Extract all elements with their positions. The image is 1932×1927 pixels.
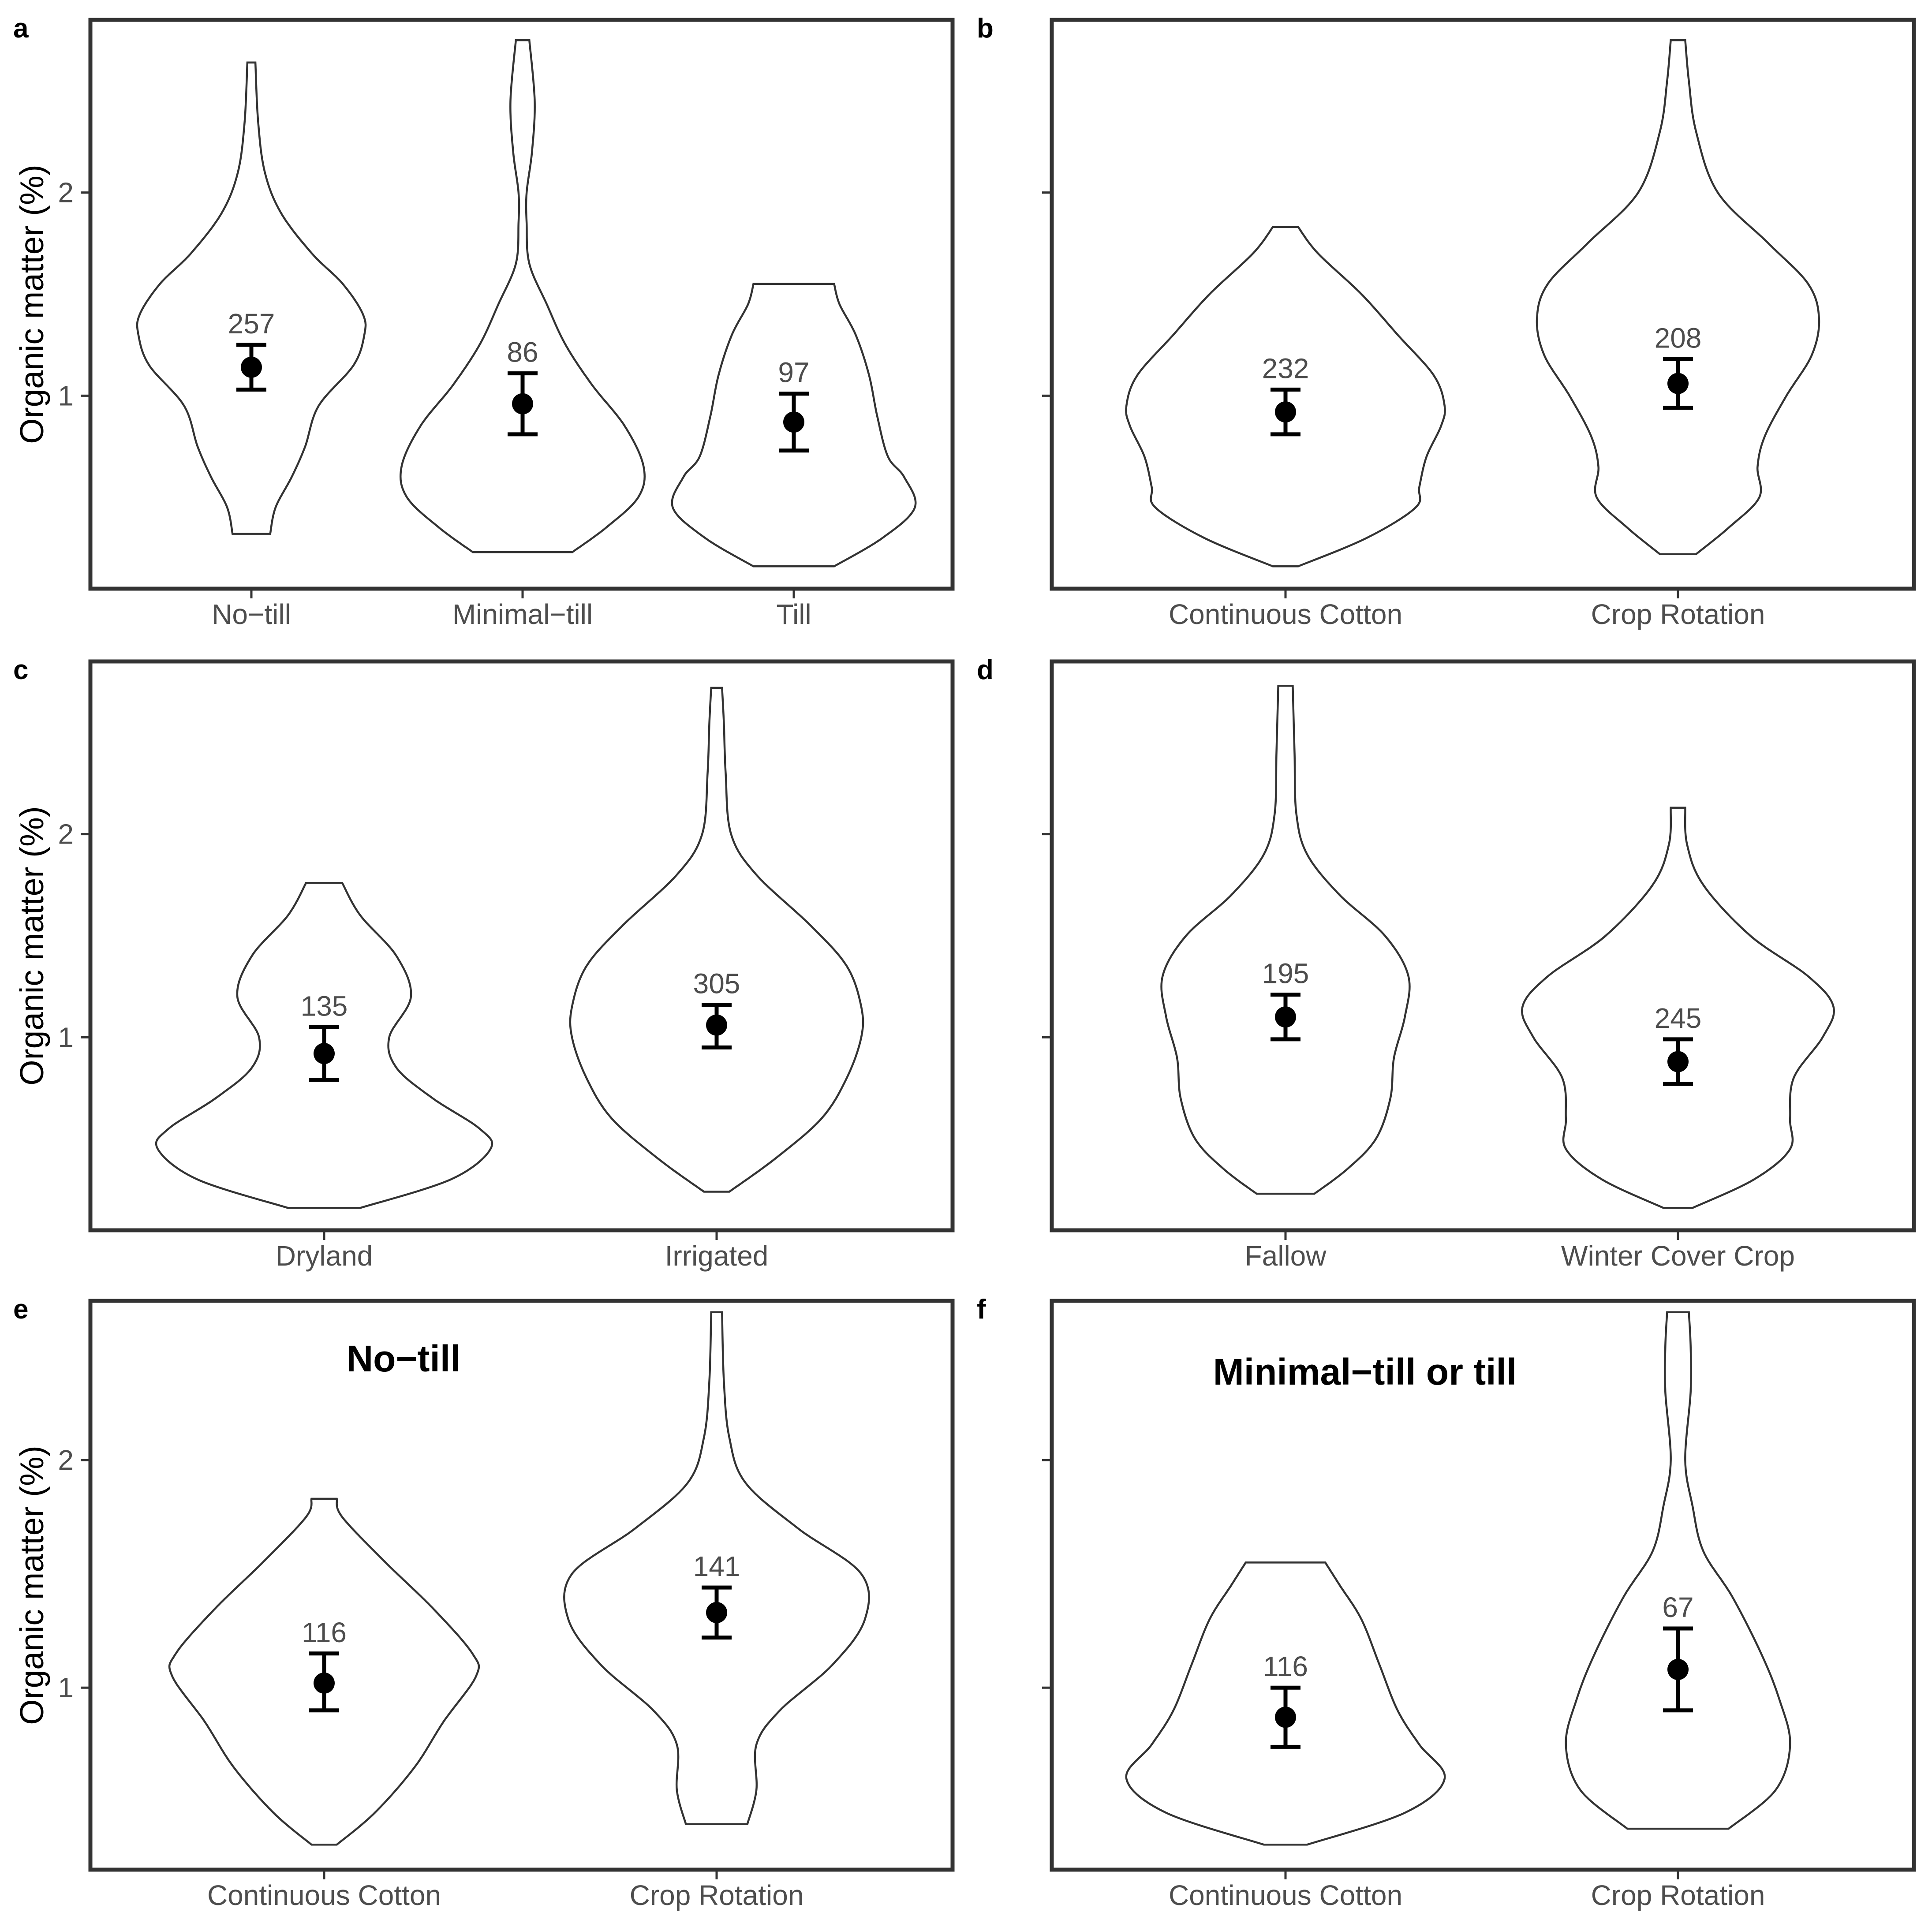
x-tick-label: No−till [212, 598, 291, 630]
mean-point [783, 411, 804, 433]
panel-f-subtitle: Minimal−till or till [1213, 1351, 1517, 1393]
sample-size-label: 116 [302, 1617, 347, 1648]
sample-size-label: 305 [693, 968, 740, 1000]
x-tick-label: Winter Cover Crop [1561, 1240, 1795, 1272]
mean-point [706, 1014, 727, 1036]
panel-d-letter: d [977, 655, 994, 685]
panel-e-letter: e [13, 1294, 28, 1325]
sample-size-label: 116 [1263, 1651, 1308, 1682]
sample-size-label: 208 [1655, 322, 1702, 354]
y-tick-label: 1 [58, 380, 74, 411]
sample-size-label: 195 [1262, 958, 1309, 990]
group-a-1: 86 [399, 39, 646, 553]
violin-shape [569, 687, 864, 1193]
group-d-1: 245 [1521, 807, 1835, 1209]
violin-shape [1160, 685, 1411, 1195]
group-b-0: 232 [1125, 226, 1446, 568]
sample-size-label: 245 [1655, 1002, 1702, 1034]
violin-shape [1521, 807, 1835, 1209]
sample-size-label: 97 [778, 357, 809, 388]
mean-point [241, 356, 262, 378]
sample-size-label: 232 [1262, 353, 1309, 385]
mean-point [512, 393, 533, 415]
x-tick-label: Crop Rotation [630, 1879, 804, 1911]
x-tick-label: Dryland [276, 1240, 373, 1272]
y-tick-label: 2 [58, 1444, 74, 1476]
sample-size-label: 257 [228, 308, 275, 340]
x-tick-label: Crop Rotation [1591, 1879, 1765, 1911]
group-c-1: 305 [569, 687, 864, 1193]
mean-point [1275, 401, 1296, 423]
violin-shape [136, 61, 367, 535]
mean-point [1667, 1658, 1689, 1680]
violin-shape [399, 39, 646, 553]
mean-point [314, 1043, 335, 1064]
y-axis-title: Organic matter (%) [13, 1445, 50, 1725]
mean-point [314, 1672, 335, 1694]
mean-point [706, 1602, 727, 1623]
group-a-0: 257 [136, 61, 367, 535]
panel-a-letter: a [13, 13, 29, 44]
violin-shape [1536, 39, 1820, 555]
group-c-0: 135 [155, 881, 493, 1209]
x-tick-label: Till [776, 598, 811, 630]
sample-size-label: 67 [1662, 1591, 1693, 1623]
x-tick-label: Continuous Cotton [1169, 598, 1402, 630]
panel-c-letter: c [13, 655, 28, 685]
panel-b-letter: b [977, 13, 994, 44]
violin-shape [1565, 1311, 1791, 1830]
group-e-0: 116 [168, 1498, 480, 1846]
x-tick-label: Continuous Cotton [1169, 1879, 1402, 1911]
group-d-0: 195 [1160, 685, 1411, 1195]
x-tick-label: Minimal−till [452, 598, 593, 630]
y-tick-label: 1 [58, 1672, 74, 1703]
sample-size-label: 135 [301, 990, 348, 1022]
mean-point [1275, 1006, 1296, 1028]
group-f-1: 67 [1565, 1311, 1791, 1830]
y-axis-title: Organic matter (%) [13, 806, 50, 1085]
mean-point [1275, 1707, 1296, 1728]
x-tick-label: Crop Rotation [1591, 598, 1765, 630]
y-tick-label: 2 [58, 177, 74, 209]
sample-size-label: 141 [693, 1550, 740, 1582]
group-e-1: 141 [563, 1311, 870, 1826]
group-f-0: 116 [1125, 1561, 1446, 1846]
sample-size-label: 86 [507, 336, 538, 368]
panel-e-subtitle: No−till [346, 1338, 460, 1379]
group-a-2: 97 [671, 283, 917, 568]
mean-point [1667, 1051, 1689, 1072]
violin-shape [563, 1311, 870, 1826]
y-tick-label: 2 [58, 818, 74, 850]
x-tick-label: Fallow [1245, 1240, 1327, 1272]
mean-point [1667, 373, 1689, 394]
x-tick-label: Continuous Cotton [207, 1879, 441, 1911]
panel-f-letter: f [977, 1294, 986, 1325]
y-tick-label: 1 [58, 1021, 74, 1053]
x-tick-label: Irrigated [665, 1240, 769, 1272]
y-axis-title: Organic matter (%) [13, 164, 50, 444]
group-b-1: 208 [1536, 39, 1820, 555]
